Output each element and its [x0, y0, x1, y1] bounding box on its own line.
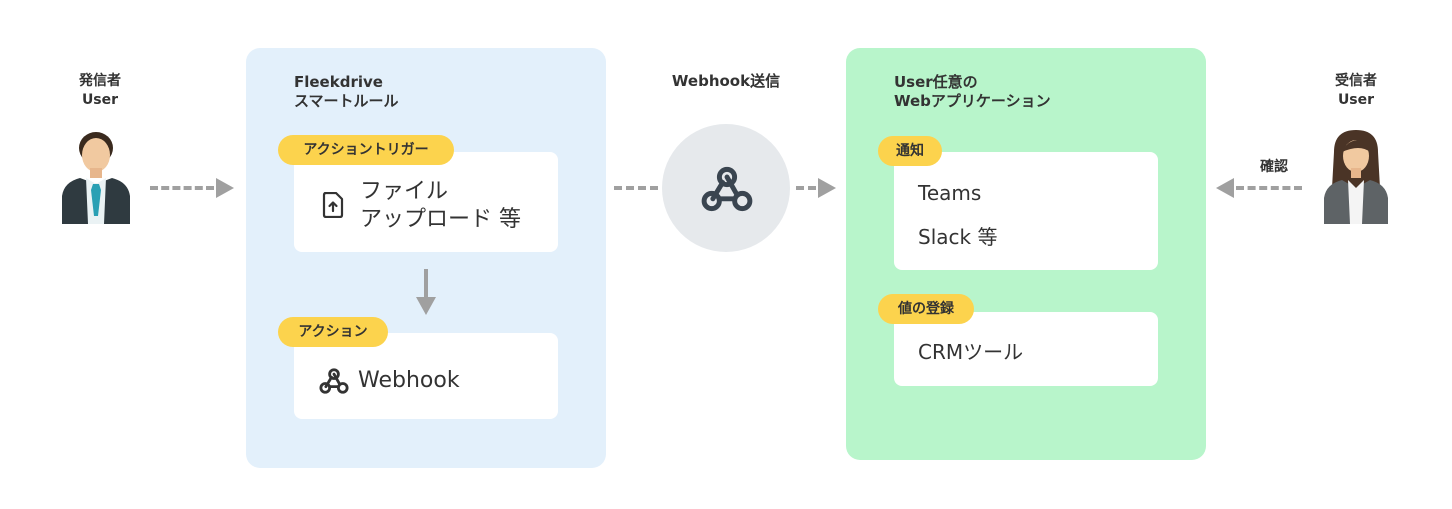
register-label: CRMツール [918, 340, 1024, 364]
trigger-card [294, 152, 558, 252]
sender-role: 発信者 [79, 73, 121, 89]
webapp-title-line2: Webアプリケーション [894, 92, 1051, 110]
trigger-line2: アップロード 等 [360, 207, 521, 232]
woman-avatar-icon [1324, 130, 1388, 224]
arrow-fleekdrive-to-webhook [614, 186, 658, 190]
arrowhead [216, 178, 234, 198]
trigger-line1: ファイル [360, 179, 449, 204]
webhook-send-label: Webhook送信 [671, 72, 781, 90]
arrow-webhook-to-webapp [796, 186, 816, 190]
sender-label: 発信者 User [60, 72, 140, 110]
webapp-title: User任意の Webアプリケーション [894, 73, 1051, 111]
notify-badge: 通知 [878, 136, 942, 166]
trigger-badge: アクショントリガー [278, 135, 454, 165]
register-card [894, 312, 1158, 386]
arrowhead [818, 178, 836, 198]
arrow-sender-to-fleekdrive [150, 186, 214, 190]
receiver-label: 受信者 User [1316, 72, 1396, 110]
trigger-text: ファイル アップロード 等 [360, 178, 521, 234]
webapp-title-line1: User任意の [894, 73, 978, 91]
webhook-icon [319, 368, 349, 394]
webhook-icon [701, 166, 753, 212]
register-badge: 値の登録 [878, 294, 974, 324]
arrowhead [1216, 178, 1234, 198]
fleekdrive-title-line2: スマートルール [294, 92, 399, 110]
arrow-receiver-to-webapp [1236, 186, 1302, 190]
notify-slack: Slack 等 [918, 225, 998, 249]
receiver-role: 受信者 [1335, 73, 1377, 89]
fleekdrive-title-line1: Fleekdrive [294, 73, 383, 91]
arrowhead-down [416, 297, 436, 315]
receiver-user: User [1337, 92, 1375, 108]
arrow-trigger-to-action [424, 269, 428, 299]
webhook-circle [662, 124, 790, 252]
sender-user: User [81, 92, 119, 108]
notify-card [894, 152, 1158, 270]
action-label: Webhook [358, 368, 460, 393]
action-badge: アクション [278, 317, 388, 347]
notify-teams: Teams [918, 181, 982, 205]
file-upload-icon [322, 192, 344, 218]
confirm-label: 確認 [1260, 159, 1288, 175]
man-avatar-icon [62, 132, 130, 224]
fleekdrive-title: Fleekdrive スマートルール [294, 73, 399, 111]
